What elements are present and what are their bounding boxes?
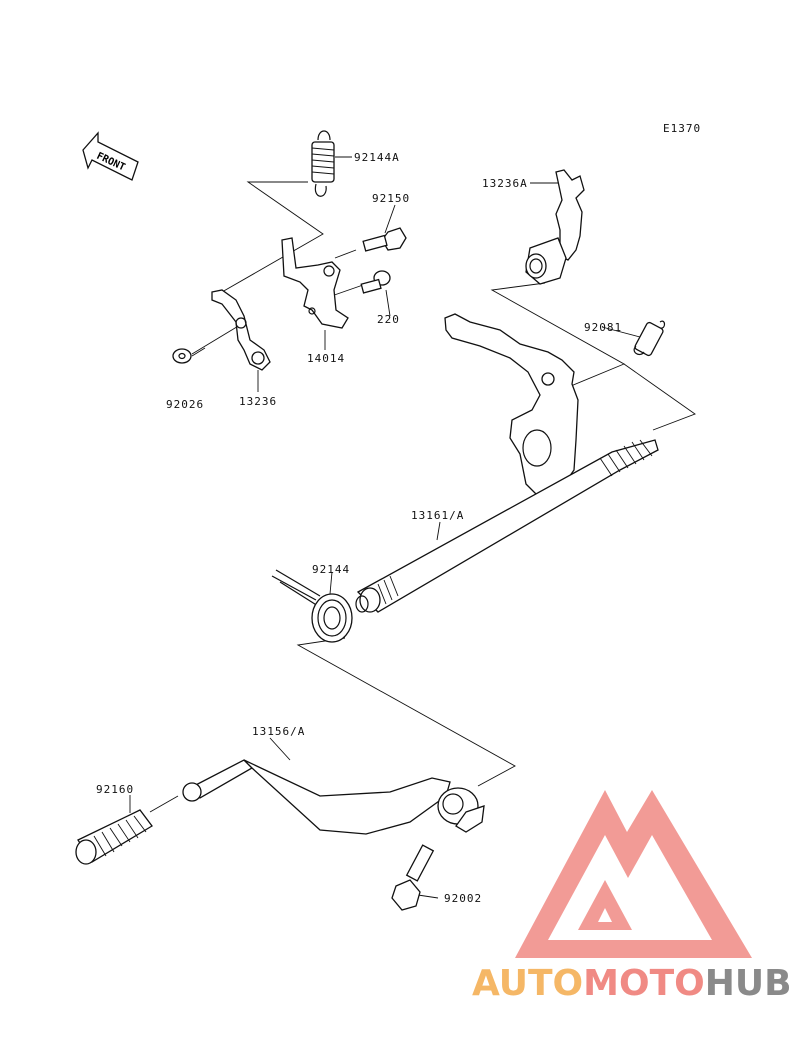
- part-label-220[interactable]: 220: [377, 313, 400, 326]
- part-label-13161a[interactable]: 13161/A: [411, 509, 465, 522]
- spring-92144a: [311, 130, 335, 197]
- pedal-13156a: [182, 759, 485, 835]
- fork-13236a: [525, 169, 585, 285]
- part-label-14014[interactable]: 14014: [307, 352, 346, 365]
- plate-14014: [281, 237, 349, 329]
- part-label-13236a[interactable]: 13236A: [482, 177, 528, 190]
- part-label-92144a[interactable]: 92144A: [354, 151, 400, 164]
- bolt-92002: [391, 844, 435, 911]
- part-label-92160[interactable]: 92160: [96, 783, 135, 796]
- watermark-part2: MOTO: [583, 963, 705, 1004]
- watermark-part1: AUTO: [472, 963, 584, 1004]
- watermark-logo: [515, 790, 752, 958]
- spring-92144: [271, 569, 353, 643]
- washer-92026: [172, 348, 192, 364]
- watermark-text: AUTOMOTOHUB: [472, 963, 792, 1004]
- part-label-92026[interactable]: 92026: [166, 398, 205, 411]
- shaft-13161a: [355, 313, 659, 613]
- diagram-code: E1370: [663, 122, 702, 135]
- spring-92081: [633, 320, 666, 357]
- part-label-92002[interactable]: 92002: [444, 892, 483, 905]
- part-label-13236[interactable]: 13236: [239, 395, 278, 408]
- part-label-92081[interactable]: 92081: [584, 321, 623, 334]
- bolt-220: [360, 270, 391, 294]
- part-label-13156a[interactable]: 13156/A: [252, 725, 306, 738]
- front-arrow-icon: FRONT: [82, 131, 139, 181]
- rubber-92160: [75, 809, 153, 865]
- part-label-92144[interactable]: 92144: [312, 563, 351, 576]
- lever-13236: [211, 289, 271, 371]
- leader-lines: [129, 156, 696, 899]
- bolt-92150: [362, 227, 407, 252]
- part-label-92150[interactable]: 92150: [372, 192, 411, 205]
- watermark-part3: HUB: [704, 963, 792, 1004]
